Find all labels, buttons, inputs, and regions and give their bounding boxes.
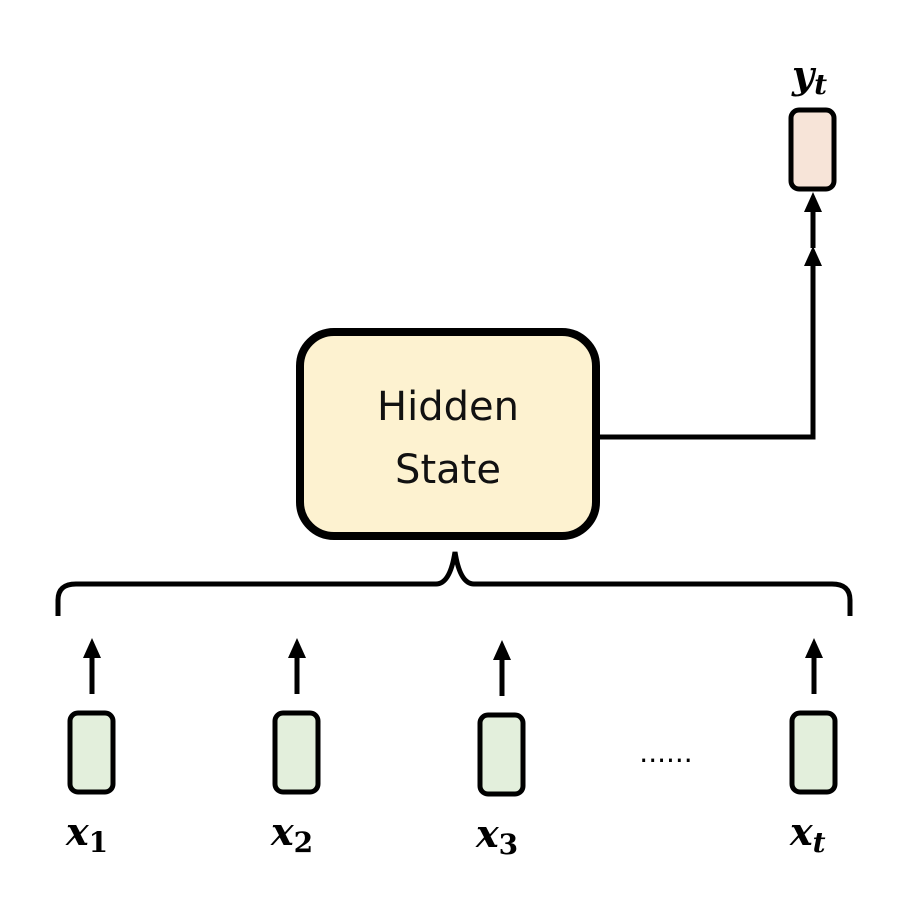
input-box [272,710,321,795]
arrow-up-icon [288,638,306,658]
output-box [788,107,837,192]
input-box [789,710,838,795]
arrow-head-icon [804,246,822,266]
output-node: yt [788,52,837,192]
output-label: yt [791,52,827,101]
grouping-brace [55,551,853,616]
input-label: x1 [65,809,108,859]
ellipsis: ...... [639,736,692,769]
arrow-up-icon [493,640,511,660]
input-label: xt [789,809,826,859]
output-connector [596,192,822,440]
hidden-state-label-line1: Hidden [377,384,519,430]
arrow-head-icon [804,192,822,212]
connector-line [596,262,816,440]
hidden-state-box [296,328,600,540]
hidden-state-label-line2: State [395,447,501,493]
arrow-up-icon [83,638,101,658]
input-box [67,710,116,795]
input-node: x2 [270,638,321,859]
input-box [477,712,526,797]
input-label: x2 [270,809,313,859]
input-node: xt [789,638,838,859]
hidden-state-node: Hidden State [296,328,600,540]
arrow-up-icon [805,638,823,658]
input-node: x3 [475,640,526,861]
input-label: x3 [475,811,518,861]
input-node: x1 [65,638,116,859]
